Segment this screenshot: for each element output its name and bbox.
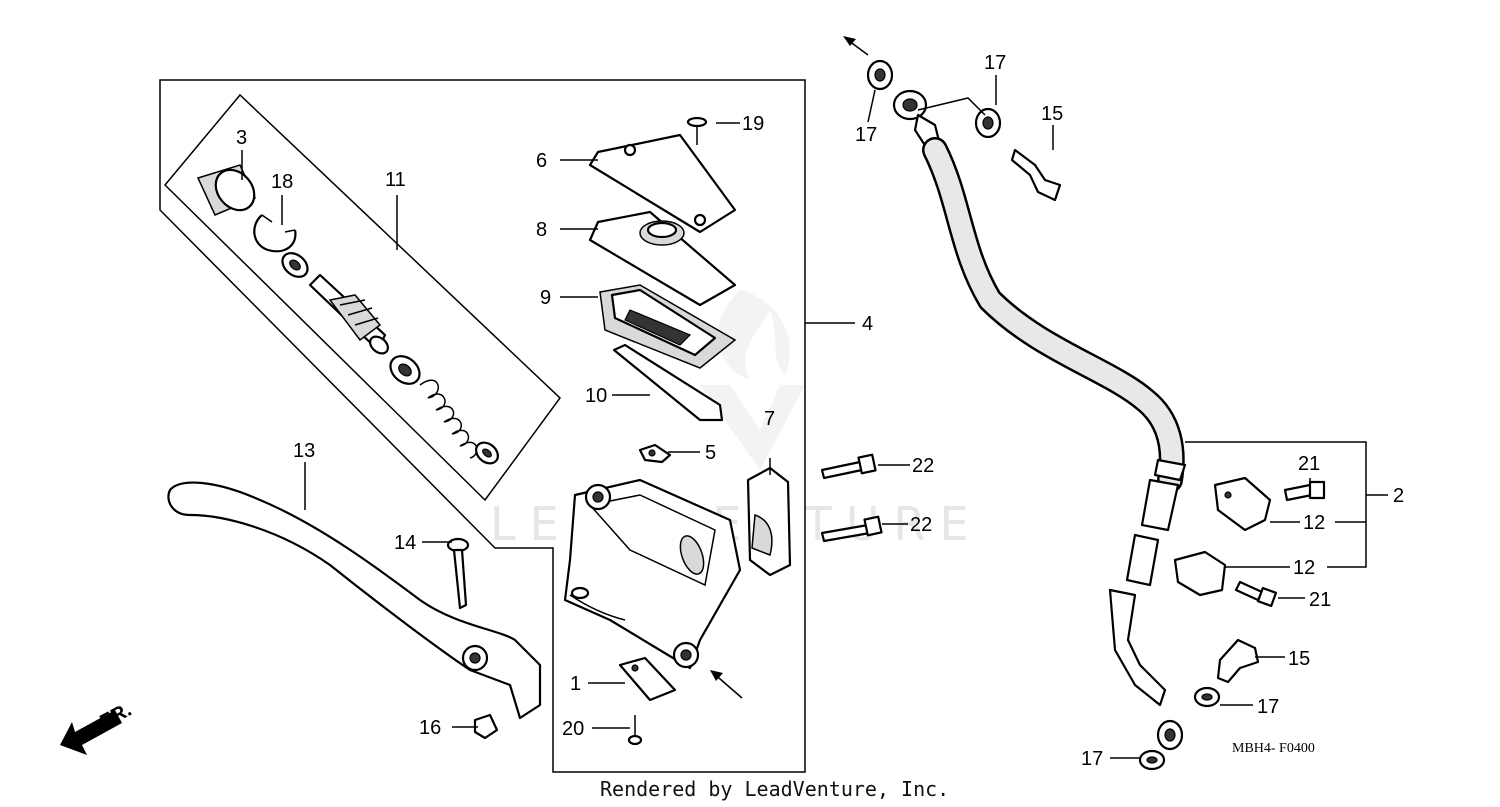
- washer-17-bottom: [1138, 749, 1166, 771]
- callout-17-top-left: 17: [855, 124, 877, 146]
- reservoir-cap: [588, 133, 737, 234]
- callout-5: 5: [705, 442, 716, 464]
- callout-13: 13: [293, 440, 315, 462]
- bolt-22-lower: [820, 515, 883, 543]
- end-washer: [475, 441, 499, 465]
- diaphragm-plate: [588, 210, 737, 307]
- piston-set-11-outline: [163, 93, 561, 502]
- arrow-up-left: [843, 36, 869, 56]
- hose-clamp-upper: [1213, 476, 1272, 532]
- bolt-22-upper: [820, 453, 877, 480]
- washer-17-top-right: [974, 107, 1002, 139]
- callout-1: 1: [570, 673, 581, 695]
- callout-12-upper: 12: [1303, 512, 1325, 534]
- callout-12-lower: 12: [1293, 557, 1315, 579]
- cup-seal: [389, 355, 421, 385]
- pivot-bolt-14: [446, 537, 470, 610]
- watermark-logo: [700, 290, 805, 470]
- holder-7: [746, 466, 792, 577]
- piston: [308, 273, 389, 355]
- bolt-21-upper: [1283, 480, 1326, 502]
- nut-16: [473, 713, 499, 740]
- callout-20: 20: [562, 718, 584, 740]
- hose-clamp-lower: [1173, 550, 1227, 597]
- callout-10: 10: [585, 385, 607, 407]
- callout-2: 2: [1393, 485, 1404, 507]
- leader-lines: [241, 75, 1388, 759]
- washer-17-lower: [1193, 686, 1221, 708]
- callout-22-lower: 22: [910, 514, 932, 536]
- diagram-code: MBH4- F0400: [1232, 741, 1315, 756]
- washer-17-top-left: [866, 59, 894, 91]
- callout-18: 18: [271, 171, 293, 193]
- piston-seal: [281, 252, 309, 278]
- bolt-21-lower: [1234, 580, 1278, 608]
- banjo-bolt-15-lower: [1216, 638, 1260, 684]
- callout-6: 6: [536, 150, 547, 172]
- callout-17-lower: 17: [1257, 696, 1279, 718]
- watermark-text: LEADVENTURE: [490, 497, 983, 551]
- callout-9: 9: [540, 287, 551, 309]
- front-direction-icon: FR.: [60, 699, 135, 755]
- arrow-up-left-lower: [710, 670, 743, 699]
- callout-7: 7: [764, 408, 775, 430]
- circlip: [253, 214, 297, 253]
- diaphragm: [599, 284, 737, 369]
- callout-21-upper: 21: [1298, 453, 1320, 475]
- screw-20: [627, 715, 643, 746]
- callout-21-lower: 21: [1309, 589, 1331, 611]
- callout-8: 8: [536, 219, 547, 241]
- callout-15-upper: 15: [1041, 103, 1063, 125]
- switch-1: [618, 656, 677, 702]
- callout-11: 11: [385, 169, 406, 191]
- callout-4: 4: [862, 313, 873, 335]
- brake-lever: [167, 481, 542, 720]
- brake-hose: [922, 137, 1187, 751]
- callout-15-lower: 15: [1288, 648, 1310, 670]
- banjo-bolt-15-upper: [1010, 148, 1062, 202]
- callout-14: 14: [394, 532, 416, 554]
- assembly-4-outline: [159, 79, 806, 773]
- callout-17-top-right: 17: [984, 52, 1006, 74]
- callout-3: 3: [236, 127, 247, 149]
- master-cylinder-body: [563, 478, 742, 670]
- diaphragm-gasket: [612, 343, 724, 422]
- spring: [419, 379, 478, 459]
- callout-19: 19: [742, 113, 764, 135]
- callout-22-upper: 22: [912, 455, 934, 477]
- footer-credit: Rendered by LeadVenture, Inc.: [600, 777, 949, 801]
- screw-19: [686, 116, 708, 145]
- callout-17-bottom: 17: [1081, 748, 1103, 770]
- callout-16: 16: [419, 717, 441, 739]
- oring-5: [638, 443, 672, 464]
- piston-boot: [196, 164, 257, 216]
